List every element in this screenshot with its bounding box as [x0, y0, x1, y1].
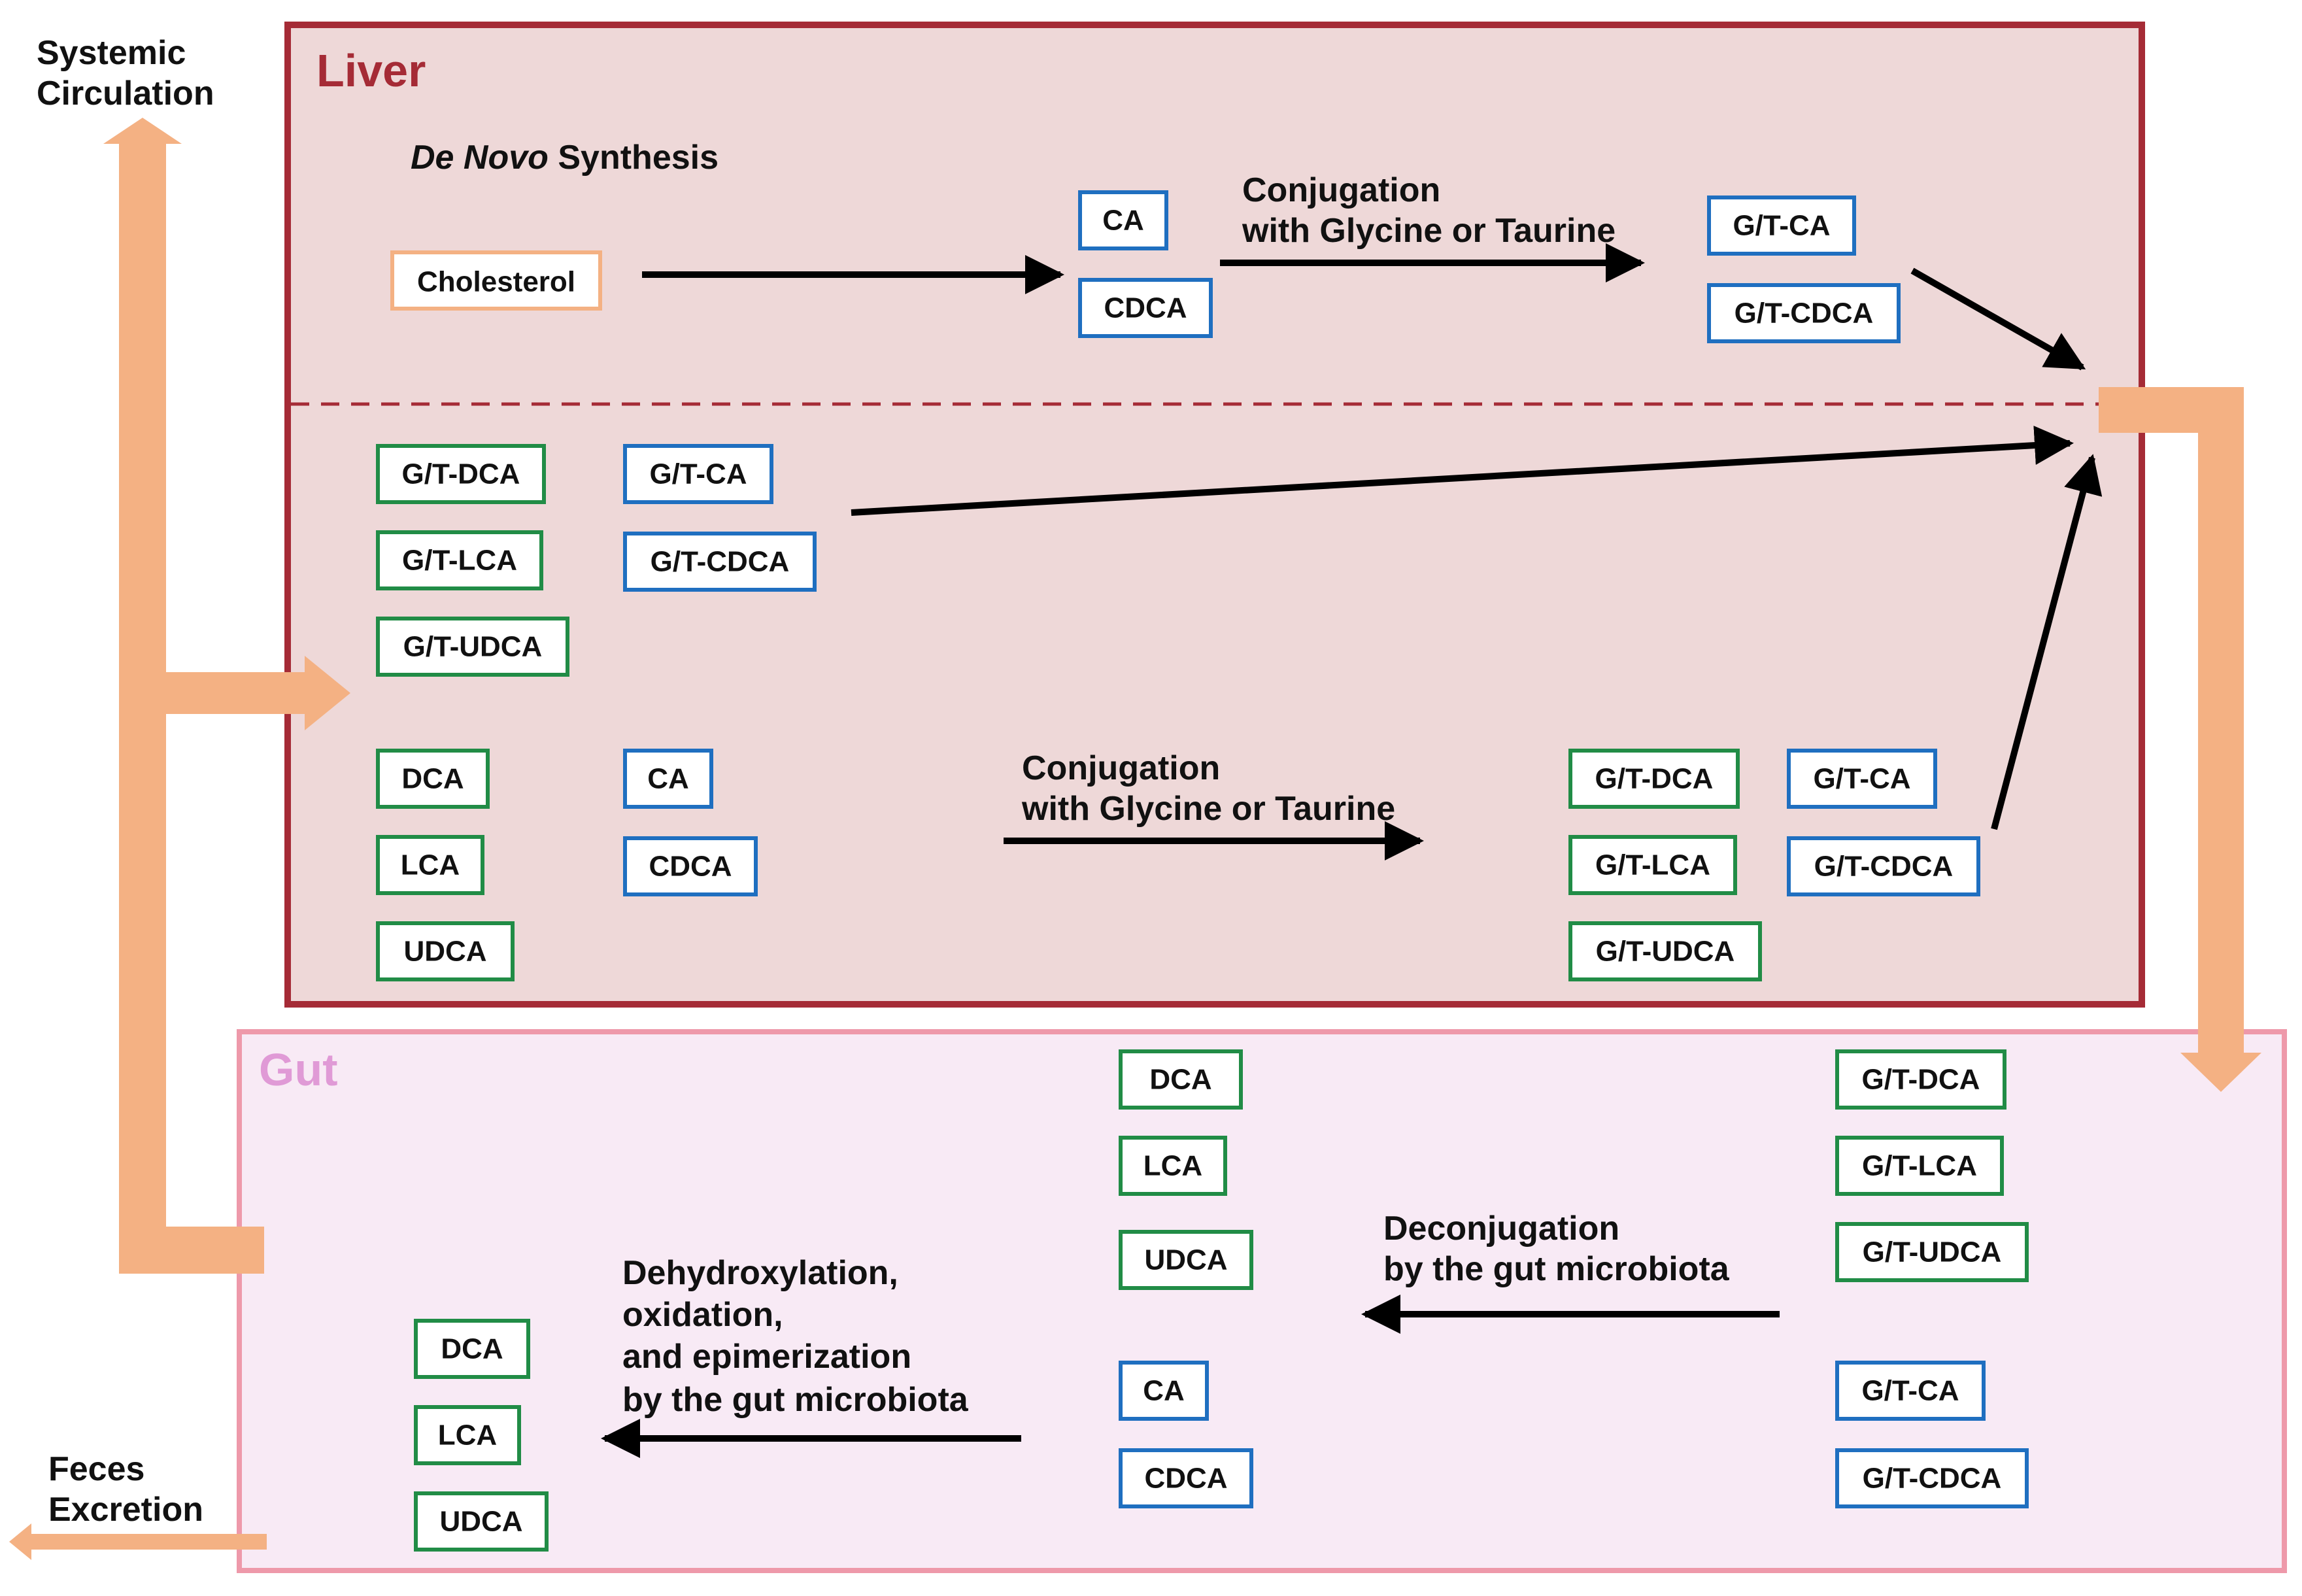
flow-down-shaft	[2198, 387, 2244, 1061]
liver-reconjugated-primary-g-t-cdca-label: G/T-CDCA	[1814, 851, 1954, 883]
gut-excreted-secondary-lca-label: LCA	[438, 1419, 497, 1452]
gut-excreted-secondary-lca-box	[414, 1405, 521, 1465]
liver-reconjugated-primary-g-t-ca-label: G/T-CA	[1813, 763, 1910, 795]
liver-reconjugated-secondary-g-t-udca-label: G/T-UDCA	[1596, 936, 1735, 968]
liver-returned-secondary-lca-label: LCA	[401, 849, 460, 881]
gut-deconjugated-primary-ca-label: CA	[1143, 1375, 1185, 1407]
cholesterol-box	[390, 250, 602, 311]
liver-synth-conjugated-g-t-ca-box	[1707, 195, 1856, 256]
flow-into-liver-arrowhead	[305, 656, 350, 730]
gut-deconjugated-primary-ca-box	[1119, 1361, 1209, 1421]
flow-feces-shaft	[27, 1534, 267, 1550]
arrow-conjugated-to-exit	[1910, 267, 2086, 371]
liver-title: Liver	[316, 45, 426, 96]
feces-excretion-label: Feces Excretion	[48, 1450, 203, 1529]
gut-conjugated-primary-g-t-cdca-box	[1835, 1448, 2029, 1508]
deconjugation-label: Deconjugation by the gut microbiota	[1383, 1210, 1730, 1288]
conjugation-bottom-label: Conjugation with Glycine or Taurine	[1021, 749, 1395, 828]
flow-down-arrowhead	[2180, 1053, 2261, 1092]
liver-returned-secondary-conjugated-g-t-dca-label: G/T-DCA	[402, 458, 520, 490]
liver-reconjugated-secondary-g-t-dca-box	[1568, 749, 1740, 809]
liver-synth-primary-cdca-label: CDCA	[1104, 292, 1187, 324]
gut-excreted-secondary-udca-box	[414, 1491, 549, 1552]
bile-acid-boxes: CA CDCA G/T-CA G/T-CDCA G/T-DCA G/T-LCA G/T-UD…	[376, 190, 2029, 1552]
flow-feces-arrowhead	[9, 1523, 31, 1560]
liver-reconjugated-secondary-g-t-udca-box	[1568, 921, 1762, 981]
dehydroxylation-label: Dehydroxylation, oxidation, and epimeriz…	[622, 1254, 969, 1419]
liver-returned-primary-ca-box	[623, 749, 713, 809]
gut-excreted-secondary-udca-label: UDCA	[439, 1506, 522, 1538]
gut-conjugated-primary-g-t-ca-box	[1835, 1361, 1986, 1421]
liver-returned-secondary-lca-box	[376, 835, 484, 895]
liver-returned-primary-cdca-label: CDCA	[649, 851, 732, 883]
gut-deconjugated-secondary-lca-label: LCA	[1143, 1150, 1202, 1182]
liver-reconjugated-primary-g-t-ca-box	[1787, 749, 1937, 809]
liver-returned-primary-cdca-box	[623, 836, 758, 896]
liver-returned-primary-ca-label: CA	[647, 763, 689, 795]
gut-deconjugated-secondary-dca-label: DCA	[1149, 1064, 1211, 1096]
gut-conjugated-secondary-g-t-lca-label: G/T-LCA	[1862, 1150, 1977, 1182]
gut-conjugated-secondary-g-t-dca-box	[1835, 1049, 2006, 1110]
liver-returned-primary-conjugated-g-t-ca-label: G/T-CA	[649, 458, 747, 490]
liver-synth-primary-ca-label: CA	[1102, 205, 1144, 237]
gut-conjugated-secondary-g-t-dca-label: G/T-DCA	[1862, 1064, 1980, 1096]
liver-reconjugated-primary-g-t-cdca-box	[1787, 836, 1980, 896]
systemic-circulation-label: Systemic Circulation	[37, 34, 214, 112]
arrow-reconjugated-to-exit	[1991, 454, 2103, 830]
flow-into-liver-shaft	[119, 672, 309, 714]
liver-synth-conjugated-g-t-cdca-label: G/T-CDCA	[1735, 297, 1874, 330]
liver-returned-secondary-dca-label: DCA	[401, 763, 464, 795]
liver-returned-secondary-conjugated-g-t-dca-box	[376, 444, 546, 504]
gut-conjugated-primary-g-t-ca-label: G/T-CA	[1861, 1375, 1959, 1407]
liver-reconjugated-secondary-g-t-dca-label: G/T-DCA	[1595, 763, 1714, 795]
liver-synth-primary-ca-box	[1078, 190, 1168, 250]
liver-returned-primary-conjugated-g-t-cdca-label: G/T-CDCA	[651, 546, 790, 578]
gut-deconjugated-primary-cdca-box	[1119, 1448, 1253, 1508]
flow-up-arrowhead	[103, 118, 182, 144]
gut-conjugated-secondary-g-t-udca-label: G/T-UDCA	[1863, 1236, 2002, 1268]
arrow-returned-to-exit	[851, 426, 2074, 516]
liver-returned-secondary-conjugated-g-t-udca-label: G/T-UDCA	[403, 631, 543, 663]
liver-synth-conjugated-g-t-ca-label: G/T-CA	[1733, 210, 1830, 242]
liver-reconjugated-secondary-g-t-lca-box	[1568, 835, 1737, 895]
liver-reconjugated-secondary-g-t-lca-label: G/T-LCA	[1595, 849, 1710, 881]
gut-conjugated-secondary-g-t-udca-box	[1835, 1222, 2029, 1282]
liver-synth-conjugated-g-t-cdca-box	[1707, 283, 1901, 343]
reaction-arrows	[601, 243, 2103, 1458]
liver-returned-secondary-udca-label: UDCA	[403, 936, 486, 968]
gut-conjugated-primary-g-t-cdca-label: G/T-CDCA	[1863, 1463, 2002, 1495]
gut-deconjugated-secondary-lca-box	[1119, 1136, 1227, 1196]
flow-arrows	[9, 118, 2261, 1560]
gut-excreted-secondary-dca-label: DCA	[441, 1333, 503, 1365]
liver-returned-secondary-conjugated-g-t-udca-box	[376, 617, 569, 677]
gut-deconjugated-primary-cdca-label: CDCA	[1144, 1463, 1227, 1495]
gut-deconjugated-secondary-udca-label: UDCA	[1144, 1244, 1227, 1276]
gut-conjugated-secondary-g-t-lca-box	[1835, 1136, 2004, 1196]
liver-returned-secondary-udca-box	[376, 921, 515, 981]
de-novo-synthesis-label: De Novo Synthesis	[411, 139, 719, 177]
gut-title: Gut	[259, 1044, 338, 1095]
gut-deconjugated-secondary-udca-box	[1119, 1230, 1253, 1290]
cholesterol-text: Cholesterol	[417, 266, 575, 298]
liver-returned-secondary-dca-box	[376, 749, 490, 809]
liver-returned-primary-conjugated-g-t-ca-box	[623, 444, 773, 504]
liver-returned-secondary-conjugated-g-t-lca-label: G/T-LCA	[402, 545, 517, 577]
gut-excreted-secondary-dca-box	[414, 1319, 530, 1379]
liver-returned-primary-conjugated-g-t-cdca-box	[623, 532, 817, 592]
gut-deconjugated-secondary-dca-box	[1119, 1049, 1243, 1110]
liver-synth-primary-cdca-box	[1078, 278, 1213, 338]
conjugation-top-label: Conjugation with Glycine or Taurine	[1242, 171, 1616, 250]
liver-returned-secondary-conjugated-g-t-lca-box	[376, 530, 543, 590]
